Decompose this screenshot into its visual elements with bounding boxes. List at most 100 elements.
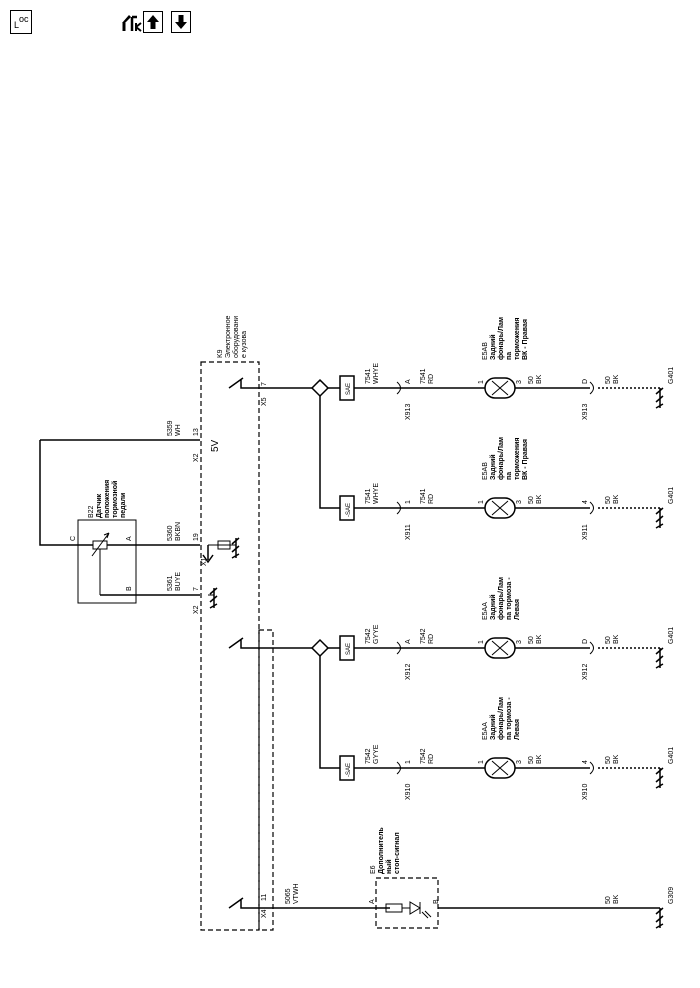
module-k9-box <box>200 361 260 931</box>
wire-color: RD <box>428 374 435 384</box>
connector-id: X5 <box>261 397 268 406</box>
lamp-pin: 3 <box>516 640 523 644</box>
extra-lamp-name: ный <box>385 859 393 874</box>
loc-icon: Loc <box>14 14 29 30</box>
module-k9-extension <box>258 629 274 931</box>
down-arrow-button[interactable] <box>171 11 191 33</box>
lamp-id: E5AB <box>482 342 489 360</box>
connector-id: X912 <box>582 664 589 680</box>
lamp-name: торможения <box>514 438 521 480</box>
wire-color: BK <box>536 634 543 644</box>
connector-id: X911 <box>582 524 589 540</box>
wire-circuit: 50 <box>605 636 612 644</box>
wire-circuit: 50 <box>528 496 535 504</box>
connector-pin-number: A <box>405 639 412 644</box>
connector-id: X4 <box>261 909 268 918</box>
internal-resistor <box>217 540 231 550</box>
wire-circuit: 50 <box>605 376 612 384</box>
wire-color: BK <box>613 374 620 384</box>
up-arrow-button[interactable] <box>143 11 163 33</box>
wire-color: BK <box>536 374 543 384</box>
wire-circuit: 50 <box>605 756 612 764</box>
lamp-filament <box>491 380 509 396</box>
switch-x4 <box>228 897 258 909</box>
lamp-name: фонарь/Лам <box>498 697 505 740</box>
wire-color: GYYE <box>373 744 380 764</box>
extra-lamp-name: Дополнитель <box>378 827 385 874</box>
connector-pin-number: A <box>405 379 412 384</box>
lamp-pin: 3 <box>516 380 523 384</box>
extra-lamp-box <box>375 877 439 929</box>
lamp-filament <box>491 500 509 516</box>
connector-pin-number: 4 <box>582 500 589 504</box>
connector-pin-number: 19 <box>193 533 200 541</box>
connector-pin <box>396 381 401 395</box>
wire-circuit: 5361 <box>167 575 174 591</box>
connector-pin-number: 11 <box>261 894 268 901</box>
lamp-id: E5AA <box>482 722 489 740</box>
wire-circuit: 7541 <box>420 368 427 384</box>
lamp-filament <box>491 640 509 656</box>
connector-pin-number: 4 <box>582 760 589 764</box>
connector-id: X910 <box>405 784 412 800</box>
wire-color: RD <box>428 494 435 504</box>
wire-color: RD <box>428 634 435 644</box>
wiring-view-button[interactable] <box>118 11 142 33</box>
lamp-pin: 1 <box>478 380 485 384</box>
wire-circuit: 7541 <box>365 488 372 504</box>
wire-circuit: 50 <box>605 896 612 904</box>
ground-symbol <box>655 507 664 529</box>
lamp-name: па <box>506 472 513 480</box>
wire-color: BK <box>536 494 543 504</box>
connector-id: X910 <box>582 784 589 800</box>
toolbar: Loc <box>0 0 700 40</box>
wire-circuit: 50 <box>605 496 612 504</box>
connector-pin-number: D <box>582 639 589 644</box>
ground-id: G401 <box>668 627 675 644</box>
wire-circuit: 5359 <box>167 420 174 436</box>
sensor-b22-id: B22 <box>88 505 95 518</box>
connector-pin-number: 13 <box>193 428 200 436</box>
lamp-name: торможения <box>514 318 521 360</box>
wire-color: BK <box>536 754 543 764</box>
wire <box>319 396 340 509</box>
lamp-pin: 1 <box>478 640 485 644</box>
ground-symbol <box>655 767 664 789</box>
lamp-pin: 1 <box>478 500 485 504</box>
up-arrow-icon <box>147 15 159 29</box>
ground-symbol <box>655 387 664 409</box>
extra-lamp-name: стоп-сигнал <box>394 832 401 874</box>
lamp-pin: A <box>369 899 376 904</box>
module-k9-name: е кузова <box>241 331 248 358</box>
lamp-name: Левая <box>514 719 521 740</box>
connector-pin-number: 1 <box>405 760 412 764</box>
switch-x5b <box>228 637 258 649</box>
connector-id: X912 <box>405 664 412 680</box>
wire-circuit: 7542 <box>420 628 427 644</box>
lamp-id: E5AB <box>482 462 489 480</box>
ground-id: G401 <box>668 367 675 384</box>
sae-label: SAE <box>346 383 352 395</box>
loc-button[interactable]: Loc <box>10 10 32 34</box>
module-k9-voltage: 5V <box>210 439 221 452</box>
wire-color: BK <box>613 494 620 504</box>
wire-color: GYYE <box>373 624 380 644</box>
connector-pin <box>396 641 401 655</box>
sensor-b22-box <box>77 519 137 604</box>
connector-pin <box>396 761 401 775</box>
connector-pin-number: 1 <box>405 500 412 504</box>
wire-color: BKBN <box>175 522 182 541</box>
wire-circuit: 7541 <box>420 488 427 504</box>
ground-id: G401 <box>668 747 675 764</box>
connector-id: X2 <box>193 453 200 462</box>
wire-color: BK <box>613 634 620 644</box>
extra-lamp-rays <box>421 910 432 919</box>
connector-id: X2 <box>193 605 200 614</box>
lamp-name: Левая <box>514 599 521 620</box>
connector-id: X913 <box>405 404 412 420</box>
sensor-b22-name: Датчик <box>96 493 103 518</box>
wire-color: WHYE <box>373 363 380 384</box>
internal-ground <box>231 537 240 559</box>
lamp-name: фонарь/Лам <box>498 437 505 480</box>
